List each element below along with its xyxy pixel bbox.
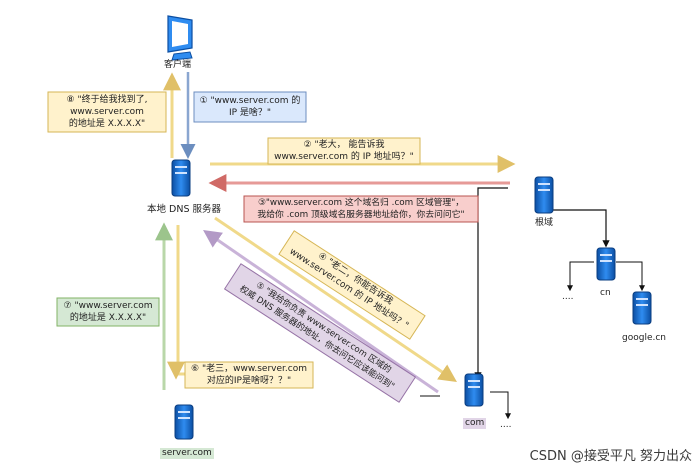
note-box-step-4 [278, 230, 426, 340]
note-box-step-8 [47, 91, 167, 133]
client-label: 客户端 [164, 60, 192, 70]
note-text-step-1: ① "www.server.com 的 IP 是啥？" [194, 95, 306, 119]
step-6-line-2: 对应的IP是啥呀？？" [206, 376, 292, 386]
step-6-line-1: ⑥ "老三，www.server.com [191, 364, 307, 374]
step-7-line-2: 的地址是 X.X.X.X" [69, 313, 147, 323]
root-server-icon [534, 176, 554, 214]
note-text-step-2: ② "老大， 能告诉我 www.server.com 的 IP 地址吗？" [268, 139, 420, 163]
step-7-line-1: ⑦ "www.server.com [63, 301, 153, 311]
step-8-line-3: 的地址是 X.X.X.X" [68, 119, 146, 129]
step-3-line-2: 我给你 .com 顶级域名服务器地址给你，你去问问它" [257, 210, 465, 220]
cn-server-icon [596, 247, 616, 281]
watermark: CSDN @接受平凡 努力出众 [529, 449, 692, 464]
step-3-line-1: ③"www.server.com 这个域名归 .com 区域管理"， [257, 198, 465, 208]
local-dns-label: 本地 DNS 服务器 [147, 204, 221, 215]
com-server-icon [464, 373, 484, 407]
note-box-step-3 [243, 195, 479, 223]
cn-dots-label: .... [562, 292, 574, 302]
note-text-step-8: ⑧ "终于给我找到了, www.server.com 的地址是 X.X.X.X" [48, 94, 166, 130]
arrow-step-4 [214, 216, 457, 383]
step-2-line-2: www.server.com 的 IP 地址吗？" [274, 152, 414, 162]
note-text-step-6: ⑥ "老三，www.server.com 对应的IP是啥呀？？" [185, 363, 313, 387]
cn-label: cn [600, 288, 611, 298]
authoritative-server-icon [174, 404, 194, 440]
step-8-line-1: ⑧ "终于给我找到了, [66, 95, 148, 105]
step-1-line-1: ① "www.server.com 的 [199, 96, 301, 106]
root-label: 根域 [535, 218, 554, 228]
cn-to-dots-connector [567, 261, 594, 292]
note-text-step-7: ⑦ "www.server.com 的地址是 X.X.X.X" [57, 300, 159, 324]
root-to-com-connector [474, 187, 508, 380]
google-label: google.cn [622, 333, 666, 343]
note-box-step-6 [184, 361, 314, 389]
arrow-step-6 [176, 225, 222, 376]
google-server-icon [632, 291, 652, 325]
note-box-step-1 [193, 91, 307, 123]
com-to-dots-connector [490, 391, 511, 420]
step-1-line-2: IP 是啥？" [228, 108, 272, 118]
arrow-step-5 [203, 229, 439, 394]
note-box-step-5 [223, 263, 417, 403]
step-2-line-1: ② "老大， 能告诉我 [303, 140, 385, 150]
note-box-step-2 [267, 137, 421, 165]
cn-to-google-connector [616, 261, 645, 292]
server-label: server.com [160, 448, 214, 459]
step-8-line-2: www.server.com [70, 107, 144, 117]
note-text-step-3: ③"www.server.com 这个域名归 .com 区域管理"， 我给你 .… [244, 197, 478, 221]
local-dns-server-icon [171, 159, 191, 197]
com-dots-label: .... [500, 420, 512, 430]
note-box-step-7 [56, 297, 160, 327]
root-to-cn-connector [544, 209, 610, 248]
client-computer-icon [167, 15, 193, 61]
com-label: com [463, 418, 487, 429]
